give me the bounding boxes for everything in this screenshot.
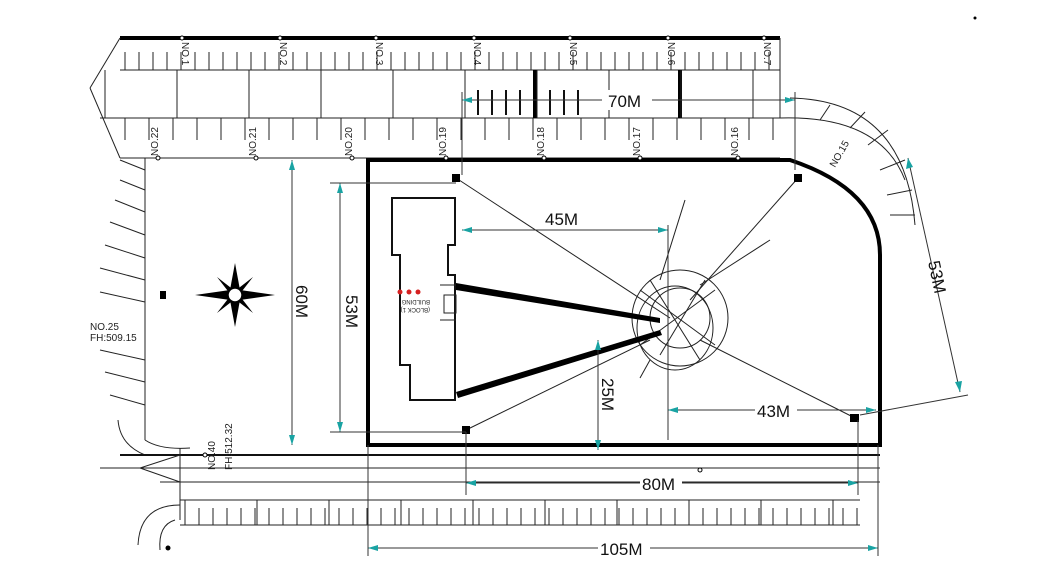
dimensions: 70M 45M 60M 53M 53M 25M 4 (289, 90, 969, 559)
dim-70m: 70M (608, 92, 641, 111)
anchor-point (794, 174, 802, 182)
parking-stall-ticks (104, 52, 774, 140)
anchor-point (452, 174, 460, 182)
road-number-label: NO.15 (828, 139, 852, 170)
anchor-point (850, 414, 859, 422)
left-slanted-stalls (99, 158, 191, 456)
bottom-road (100, 448, 880, 551)
station-labels-top: NO.1 NO.2 NO.3 NO.4 NO.5 NO.6 NO.7 (179, 42, 772, 66)
road-number-label: NO.19 (438, 127, 449, 156)
road-number-label: NO.7 (761, 42, 772, 66)
station-fh509-label: FH:509.15 (90, 333, 137, 344)
road-number-label: NO.18 (536, 127, 547, 156)
top-right-curve (779, 97, 916, 226)
dim-43m: 43M (757, 402, 790, 421)
dim-53m-right: 53M (924, 259, 949, 295)
dim-105m: 105M (600, 540, 643, 559)
marker-dot (415, 289, 421, 295)
anchor-point (462, 426, 470, 434)
highlight-stalls (477, 90, 579, 115)
station-dots (155, 16, 977, 551)
road-number-label: NO.21 (248, 127, 259, 156)
dim-25m: 25M (598, 378, 617, 411)
north-compass-icon (160, 263, 275, 327)
road-number-label: NO.17 (632, 127, 643, 156)
site-boundary (366, 158, 882, 447)
station-labels-mid: NO.22 NO.21 NO.20 NO.19 NO.18 NO.17 NO.1… (150, 127, 852, 170)
dim-60m: 60M (292, 285, 311, 318)
road-number-label: NO.3 (373, 42, 384, 66)
station-no25-label: NO.25 (90, 322, 119, 333)
station-fh512-label: FH:512.32 (224, 423, 235, 470)
dim-53m-left: 53M (342, 295, 361, 328)
road-number-label: NO.16 (730, 127, 741, 156)
dim-80m: 80M (642, 475, 675, 494)
building-block: BUILDING (BLOCK 1) (391, 197, 457, 401)
road-number-label: NO.22 (150, 127, 161, 156)
road-number-label: NO.5 (567, 42, 578, 66)
road-number-label: NO.20 (344, 127, 355, 156)
anchor-lines (452, 174, 859, 434)
station-no40-label: NO.40 (207, 441, 218, 470)
road-number-label: NO.2 (277, 42, 288, 66)
dim-45m: 45M (545, 210, 578, 229)
road-number-label: NO.1 (179, 42, 190, 66)
road-number-label: NO.4 (471, 42, 482, 66)
bottom-parking-ticks (184, 500, 858, 525)
marker-dot (406, 289, 412, 295)
building-label-2: (BLOCK 1) (401, 306, 430, 312)
marker-dot (397, 289, 403, 295)
building-label-1: BUILDING (401, 298, 430, 304)
road-number-label: NO.6 (665, 42, 676, 66)
